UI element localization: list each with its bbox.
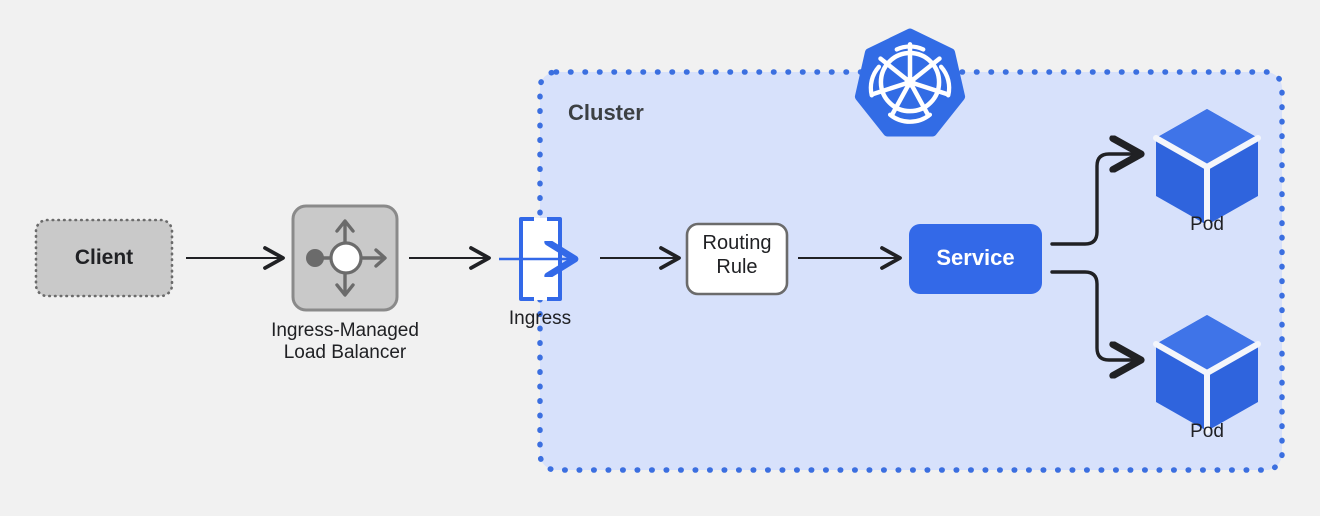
service-node xyxy=(909,224,1042,294)
pod-cube-icon-bottom xyxy=(1153,315,1261,434)
pod-cube-icon-top xyxy=(1153,109,1261,228)
pod-top-label: Pod xyxy=(1190,214,1224,235)
edge-service-to-pod-bottom xyxy=(1050,270,1141,360)
load-balancer-label: Ingress-Managed Load Balancer xyxy=(271,320,419,364)
cluster-label: Cluster xyxy=(568,100,644,125)
service-label: Service xyxy=(936,245,1015,270)
ingress-label: Ingress xyxy=(508,308,572,329)
edge-service-to-pod-top xyxy=(1050,154,1141,246)
ingress-gateway-icon xyxy=(499,217,575,301)
routing-rule-node xyxy=(685,222,789,296)
client-label: Client xyxy=(74,246,134,269)
client-node xyxy=(34,218,174,298)
load-balancer-icon xyxy=(291,204,399,312)
kubernetes-wheel-icon xyxy=(854,28,966,137)
routing-rule-label: Routing Rule xyxy=(702,232,772,278)
pod-bottom-label: Pod xyxy=(1190,421,1224,442)
